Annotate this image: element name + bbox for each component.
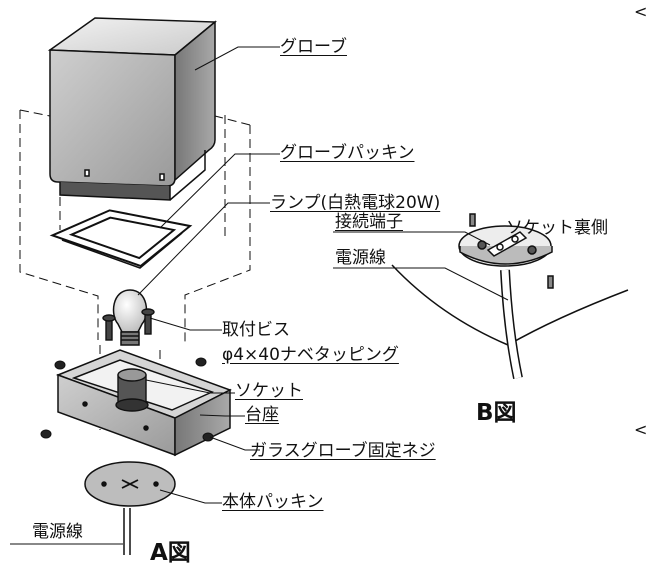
edge-mark-top: < [634, 2, 648, 21]
socket-back-view [391, 213, 629, 380]
label-fix-screw: ガラスグローブ固定ネジ [250, 441, 436, 461]
leader-lines-b [333, 231, 509, 301]
label-screw-spec: φ4×40ナベタッピング [222, 345, 399, 365]
leader-lines-a [10, 46, 280, 545]
figure-b-title: B図 [476, 400, 517, 426]
label-power-cord-a: 電源線 [32, 522, 83, 542]
power-cord-a [123, 508, 131, 555]
globe [47, 17, 218, 201]
label-body-packing: 本体パッキン [222, 492, 324, 512]
label-socket-back: ソケット裏側 [506, 218, 608, 238]
label-globe: グローブ [280, 37, 347, 57]
label-power-cord-b: 電源線 [335, 248, 386, 268]
fixing-screws [40, 357, 214, 442]
label-socket: ソケット [235, 381, 303, 401]
edge-mark-bottom: < [634, 420, 648, 439]
socket [115, 368, 149, 412]
globe-packing [49, 209, 193, 269]
body-packing [84, 461, 176, 507]
mounting-screws [102, 308, 155, 341]
label-terminal: 接続端子 [335, 212, 403, 232]
figure-a-title: A図 [150, 540, 191, 566]
label-lamp: ランプ(白熱電球20W) [270, 193, 441, 213]
label-base: 台座 [245, 405, 279, 425]
lamp-bulb [112, 289, 148, 346]
label-globe-packing: グローブパッキン [280, 143, 415, 163]
label-screw: 取付ビス [222, 320, 290, 340]
